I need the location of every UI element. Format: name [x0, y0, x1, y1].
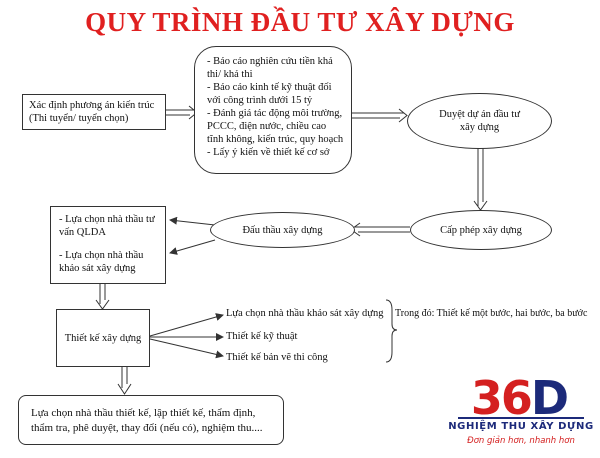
node-dau-thau-text: Đấu thầu xây dựng	[242, 224, 323, 236]
node-dau-thau: Đấu thầu xây dựng	[210, 212, 355, 248]
lua-chon-item-2: - Lựa chọn nhà thầu khảo sát xây dựng	[59, 250, 144, 274]
bao-cao-item-4: - Lấy ý kiến về thiết kế cơ sở	[207, 147, 330, 158]
brace	[385, 299, 398, 363]
logo-digit-d: D	[530, 371, 569, 425]
sub-ky-thuat: Thiết kế kỹ thuật	[226, 331, 298, 342]
node-bao-cao: - Báo cáo nghiên cứu tiền khả thi/ khả t…	[194, 46, 352, 174]
node-thiet-ke: Thiết kế xây dựng	[56, 309, 150, 367]
bao-cao-item-2: - Báo cáo kinh tế kỹ thuật đối với công …	[207, 82, 332, 106]
sub-khao-sat: Lựa chọn nhà thầu khảo sát xây dựng	[226, 308, 384, 319]
arrow-thietke-khaosat	[149, 313, 224, 337]
node-xac-dinh-text: Xác định phương án kiến trúc (Thi tuyển/…	[29, 100, 155, 124]
lua-chon-item-1: - Lựa chọn nhà thầu tư vấn QLDA	[59, 214, 155, 238]
node-duyet-du-an-text: Duyệt dự án đầu tư xây dựng	[439, 109, 520, 133]
logo-digit-3: 3	[470, 371, 503, 425]
logo-digit-6: 6	[500, 371, 533, 425]
logo-360-icon: 36D	[452, 374, 586, 422]
node-cuoi-text: Lựa chọn nhà thầu thiết kế, lập thiết kế…	[31, 407, 263, 434]
sub-ban-ve: Thiết kế bản vẽ thi công	[226, 352, 328, 363]
bao-cao-item-1: - Báo cáo nghiên cứu tiền khả thi/ khả t…	[207, 56, 333, 80]
logo-tagline: Đơn giản hơn, nhanh hơn	[467, 436, 575, 446]
logo-subtitle: NGHIỆM THU XÂY DỰNG	[448, 421, 594, 432]
node-cap-phep-text: Cấp phép xây dựng	[440, 224, 522, 236]
arrow-dauthau-luachon-1	[169, 216, 216, 226]
note-trong-do: Trong đó: Thiết kế một bước, hai bước, b…	[395, 308, 588, 319]
node-cuoi: Lựa chọn nhà thầu thiết kế, lập thiết kế…	[18, 395, 284, 445]
node-lua-chon-tu-van: - Lựa chọn nhà thầu tư vấn QLDA - Lựa ch…	[50, 206, 166, 284]
arrow-thietke-banve	[149, 338, 224, 359]
node-duyet-du-an: Duyệt dự án đầu tư xây dựng	[407, 93, 552, 149]
page-title: QUY TRÌNH ĐẦU TƯ XÂY DỰNG	[85, 7, 515, 37]
arrow-dauthau-luachon-2	[169, 239, 216, 255]
node-cap-phep: Cấp phép xây dựng	[410, 210, 552, 250]
node-xac-dinh-phuong-an: Xác định phương án kiến trúc (Thi tuyển/…	[22, 94, 166, 130]
bao-cao-item-3: - Đánh giá tác động môi trường, PCCC, đi…	[207, 108, 344, 145]
node-thiet-ke-text: Thiết kế xây dựng	[64, 332, 142, 344]
